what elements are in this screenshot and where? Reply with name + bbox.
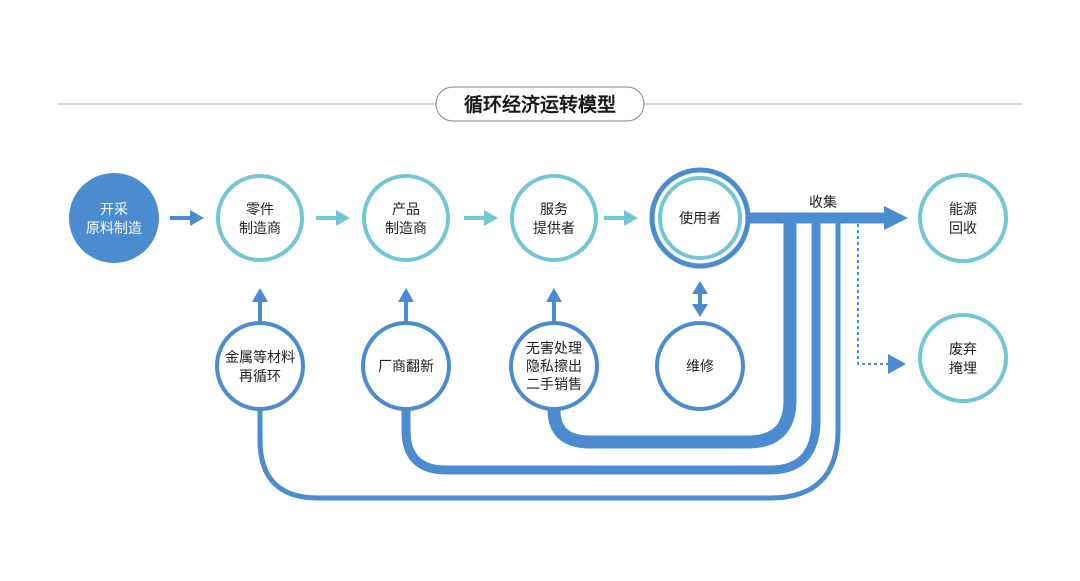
arrow-metal-parts-head	[252, 288, 268, 302]
title-pill	[435, 86, 645, 122]
node-service: 服务 提供者	[510, 174, 598, 262]
node-mining: 开采 原料制造	[69, 173, 159, 263]
page-title: 循环经济运转模型	[464, 93, 616, 116]
node-harmless-line2: 隐私擦出	[526, 358, 582, 375]
node-energy-line2: 回收	[949, 221, 977, 237]
loop-refurbish	[401, 218, 821, 475]
node-parts-line2: 制造商	[239, 221, 281, 237]
node-service-line2: 提供者	[533, 221, 575, 237]
node-metal-line2: 再循环	[239, 369, 281, 385]
loop-metal	[257, 218, 841, 501]
node-energy: 能源 回收	[918, 173, 1008, 263]
arrow-mining-parts-head	[190, 210, 204, 226]
node-user: 使用者	[649, 167, 751, 269]
arrow-refurbish-product-head	[398, 288, 414, 302]
node-product-line1: 产品	[392, 202, 420, 218]
node-parts: 零件 制造商	[216, 174, 304, 262]
collect-arrow-head	[884, 206, 908, 230]
collect-label: 收集	[809, 194, 837, 211]
arrow-product-service-head	[484, 210, 498, 226]
node-energy-line1: 能源	[949, 202, 977, 218]
node-harmless: 无害处理 隐私擦出 二手销售	[509, 321, 599, 411]
node-landfill: 废弃 掩埋	[918, 313, 1008, 403]
landfill-dotted-line	[857, 224, 890, 365]
node-repair: 维修	[655, 321, 745, 411]
node-product-line2: 制造商	[385, 221, 427, 237]
node-refurbish: 厂商翻新	[361, 321, 451, 411]
node-mining-line1: 开采	[100, 202, 128, 218]
node-parts-line1: 零件	[246, 202, 274, 218]
loop-harmless	[547, 218, 797, 449]
node-harmless-line1: 无害处理	[526, 341, 582, 357]
node-refurbish-label: 厂商翻新	[378, 359, 434, 375]
node-repair-label: 维修	[686, 359, 714, 375]
arrow-parts-product-head	[336, 210, 350, 226]
node-landfill-line2: 掩埋	[949, 361, 977, 377]
node-mining-line2: 原料制造	[86, 221, 142, 237]
landfill-arrow-head	[888, 354, 906, 374]
arrow-service-user-head	[624, 210, 638, 226]
arrow-user-repair-up	[692, 281, 708, 294]
node-service-line1: 服务	[540, 202, 568, 218]
node-product: 产品 制造商	[362, 174, 450, 262]
node-landfill-line1: 废弃	[949, 342, 977, 358]
node-harmless-line3: 二手销售	[526, 377, 582, 393]
node-metal: 金属等材料 再循环	[215, 321, 305, 411]
arrow-user-repair-down	[692, 304, 708, 317]
arrow-harmless-service-head	[546, 288, 562, 302]
node-user-label: 使用者	[679, 210, 721, 227]
node-metal-line1: 金属等材料	[225, 349, 295, 366]
